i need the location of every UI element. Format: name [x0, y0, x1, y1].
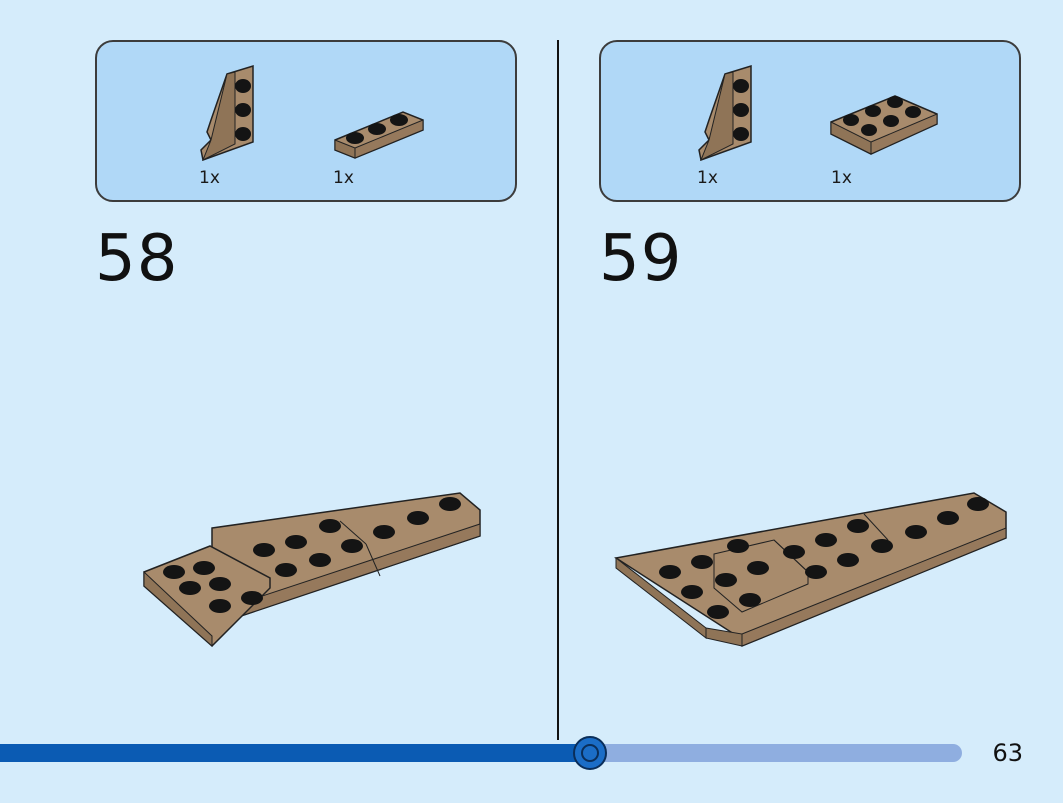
- progress-fill: [0, 744, 592, 762]
- part-quantity: 1x: [697, 168, 718, 188]
- assembly-illustration: [613, 492, 1007, 647]
- assembly-illustration: [143, 492, 481, 648]
- page-number: 63: [992, 739, 1023, 767]
- step-divider: [557, 40, 559, 740]
- part-quantity: 1x: [333, 168, 354, 188]
- wedge-plate-3x2-icon: [200, 64, 254, 162]
- part-quantity: 1x: [831, 168, 852, 188]
- progress-knob[interactable]: [573, 736, 607, 770]
- plate-2x3-icon: [830, 95, 938, 155]
- plate-1x3-icon: [334, 111, 424, 159]
- step-number: 59: [599, 222, 683, 296]
- step-59: 1x 1x 59: [504, 0, 1024, 740]
- part-quantity: 1x: [199, 168, 220, 188]
- parts-callout: 1x 1x: [599, 40, 1021, 202]
- progress-track: [0, 744, 962, 762]
- wedge-plate-3x2-icon: [698, 64, 752, 162]
- parts-callout: 1x 1x: [95, 40, 517, 202]
- step-58: 1x 1x 58: [0, 0, 520, 740]
- step-number: 58: [95, 222, 179, 296]
